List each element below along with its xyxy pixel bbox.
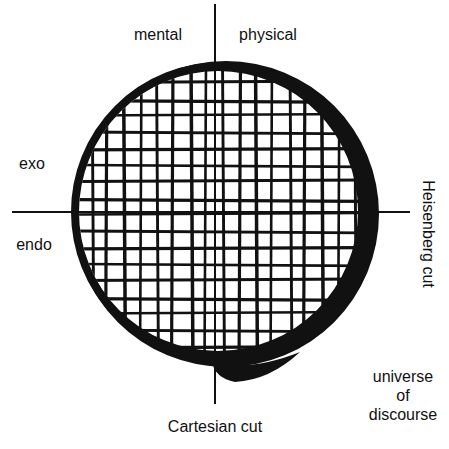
grid-line	[256, 60, 258, 370]
vertical-axis	[214, 4, 216, 404]
quadrant-label: physical	[239, 25, 297, 44]
quadrant-label: mental	[134, 25, 182, 44]
grid-line	[70, 213, 375, 215]
grid-line	[338, 60, 340, 370]
axis-label: Heisenberg cut	[419, 180, 438, 288]
grid-line	[355, 60, 357, 370]
grid-line	[271, 60, 273, 370]
grid-line	[239, 60, 241, 370]
circle-brush-crescent	[73, 61, 379, 367]
grid-line	[70, 81, 375, 83]
quadrant-label: endo	[16, 235, 52, 254]
quadrant-label: exo	[19, 154, 45, 173]
grid-line	[70, 347, 375, 349]
grid-line	[70, 149, 375, 151]
axis-label: Cartesian cut	[168, 417, 262, 436]
grid-line	[70, 165, 375, 167]
horizontal-axis	[12, 211, 410, 213]
brush-tail	[212, 352, 300, 382]
grid-line	[70, 279, 375, 281]
grid-line	[70, 132, 375, 134]
grid-line	[70, 248, 375, 250]
grid-line	[70, 330, 375, 332]
grid-line	[290, 60, 292, 370]
grid-line	[70, 180, 375, 182]
region-label: universe of discourse	[364, 367, 442, 424]
grid-line	[70, 200, 375, 202]
grid-line	[70, 264, 375, 266]
grid-line	[70, 231, 375, 233]
